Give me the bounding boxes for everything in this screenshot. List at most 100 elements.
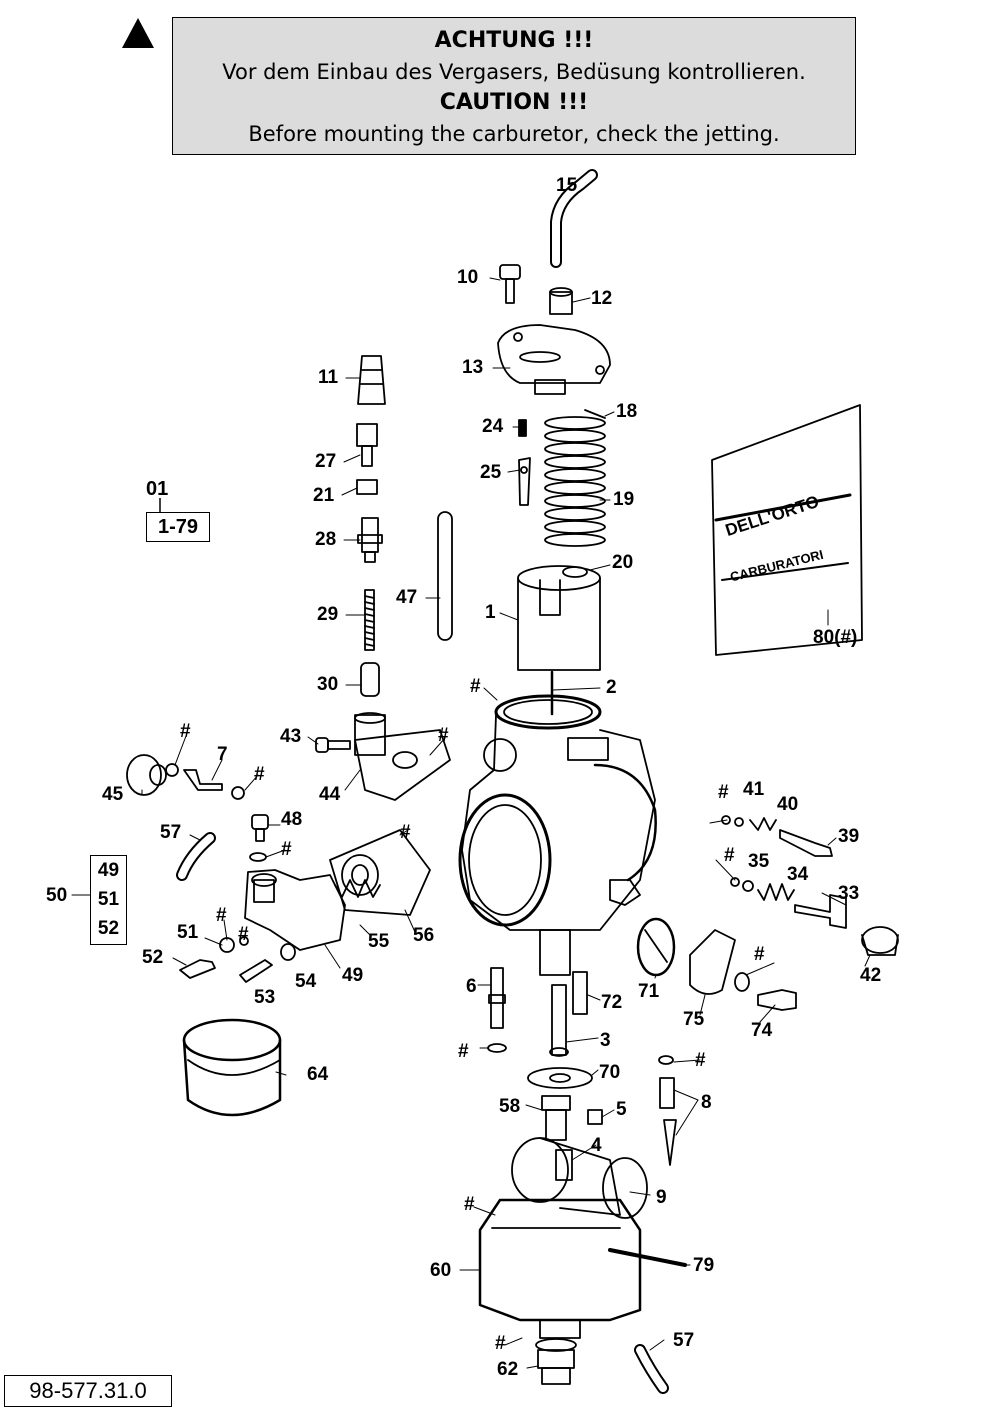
callout-hash-62: #: [495, 1333, 506, 1354]
part-39-screw: [779, 829, 833, 857]
callout-11: 11: [318, 367, 339, 388]
part-47-rod: [437, 511, 453, 641]
part-34-spring: [757, 883, 795, 901]
callout-hash-7: #: [254, 764, 265, 785]
callout-hash-60: #: [464, 1194, 475, 1215]
part-8-washer: [658, 1055, 674, 1065]
callout-58: 58: [499, 1096, 521, 1117]
callout-13: 13: [462, 357, 484, 378]
callout-19: 19: [613, 489, 635, 510]
callout-60: 60: [430, 1260, 452, 1281]
part-8-valve: [659, 1077, 677, 1166]
callout-hash-48: #: [281, 839, 292, 860]
callout-57-top: 57: [160, 822, 182, 843]
part-9-float: [511, 1137, 648, 1219]
part-3-needle-jet: [549, 984, 569, 1057]
part-washer-51b: [239, 936, 249, 946]
leader-lines: [71, 277, 871, 1369]
callout-75: 75: [683, 1009, 705, 1030]
part-49-pump-housing: [244, 869, 346, 951]
part-79-rod: [608, 1248, 687, 1267]
callout-62: 62: [497, 1359, 519, 1380]
part-4-jet-holder: [555, 1149, 573, 1181]
callout-41: 41: [743, 779, 765, 800]
callout-1: 1: [485, 602, 496, 623]
callout-6: 6: [466, 976, 477, 997]
part-gasket-7: [231, 786, 245, 800]
callout-53: 53: [254, 987, 276, 1008]
callout-34: 34: [787, 864, 809, 885]
callout-56: 56: [413, 925, 435, 946]
callout-47: 47: [396, 587, 418, 608]
callout-29: 29: [317, 604, 339, 625]
part-11-cap: [357, 355, 386, 405]
part-30-plunger: [360, 662, 380, 697]
callout-42: 42: [860, 965, 882, 986]
part-44-starter-housing: [354, 712, 451, 801]
callout-hash-8: #: [695, 1050, 706, 1071]
callout-hash-44: #: [438, 725, 449, 746]
callout-20: 20: [612, 552, 634, 573]
group50-box: 49 51 52: [90, 855, 127, 945]
part-6-jet-holder: [488, 967, 506, 1029]
part-21-nut: [356, 479, 378, 495]
callout-7: 7: [217, 744, 228, 765]
callout-24: 24: [482, 416, 504, 437]
callout-group-50: 50: [46, 885, 68, 906]
warning-triangle-icon: [122, 18, 154, 48]
part-13-cap: [497, 324, 611, 395]
part-43-screw: [315, 737, 351, 753]
part-45-knob: [126, 754, 167, 796]
part-75-elbow: [689, 929, 736, 995]
callout-30: 30: [317, 674, 339, 695]
part-48-screw: [251, 814, 269, 842]
callout-43: 43: [280, 726, 302, 747]
callout-35: 35: [748, 851, 770, 872]
part-7-screw: [183, 769, 223, 791]
callout-25: 25: [480, 462, 502, 483]
callout-10: 10: [457, 267, 479, 288]
part-35-washer-b: [742, 880, 754, 892]
part-58-fitting: [541, 1095, 571, 1141]
callout-28: 28: [315, 529, 337, 550]
part-56-diaphragm: [329, 829, 431, 916]
callout-79: 79: [693, 1255, 715, 1276]
part-64-ring: [182, 1018, 282, 1117]
caution-text-en: Before mounting the carburetor, check th…: [248, 122, 780, 146]
callout-21: 21: [313, 485, 335, 506]
callout-12: 12: [591, 288, 613, 309]
caution-title-en: CAUTION !!!: [439, 90, 589, 115]
caution-notice: ACHTUNG !!! Vor dem Einbau des Vergasers…: [172, 17, 856, 155]
callout-hash-51b: #: [238, 924, 249, 945]
assembly-range-box: 1-79: [146, 512, 210, 542]
part-52-screw: [179, 959, 216, 979]
callout-hash-6: #: [458, 1041, 469, 1062]
callout-2: 2: [606, 677, 617, 698]
callout-4: 4: [591, 1135, 602, 1156]
callout-3: 3: [600, 1030, 611, 1051]
part-24-pin: [518, 419, 527, 437]
callout-48: 48: [281, 809, 303, 830]
part-74-screw: [757, 989, 797, 1011]
part-72-jet: [572, 971, 588, 1015]
part-33-screw: [794, 894, 847, 929]
callout-64: 64: [307, 1064, 329, 1085]
part-70-washer: [527, 1067, 593, 1089]
group50-item-52: 52: [97, 918, 120, 939]
callout-40: 40: [777, 794, 799, 815]
callout-33: 33: [838, 883, 860, 904]
caution-title-de: ACHTUNG !!!: [434, 28, 594, 53]
document-number: 98-577.31.0: [4, 1375, 172, 1407]
part-18-clip: [584, 409, 606, 419]
callout-hash-74: #: [754, 944, 765, 965]
part-35-washer-a: [730, 877, 740, 887]
callout-hash-35: #: [724, 845, 735, 866]
callout-51: 51: [177, 922, 199, 943]
part-12-nut: [549, 287, 573, 315]
assembly-number: 01: [146, 478, 169, 500]
callout-57-bottom: 57: [673, 1330, 695, 1351]
part-40-spring: [749, 817, 777, 831]
part-27-adjuster: [356, 423, 378, 467]
